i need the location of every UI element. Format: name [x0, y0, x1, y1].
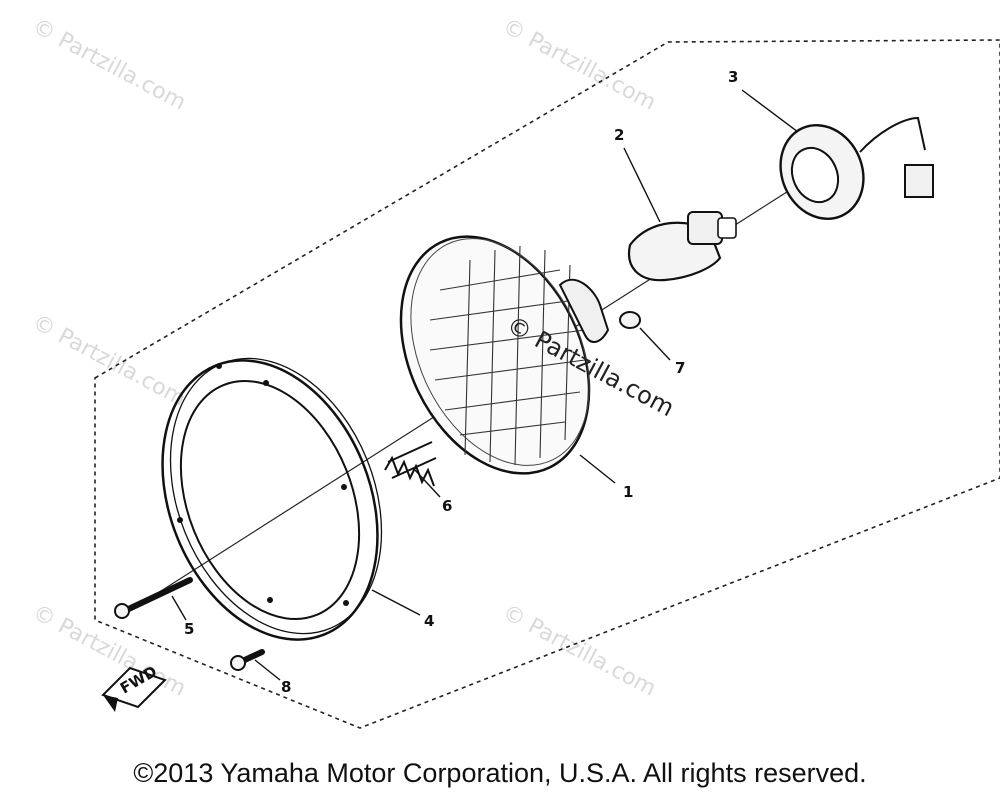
headlight-bulb	[627, 211, 737, 282]
headlight-rim	[161, 357, 383, 641]
callout-4: 4	[424, 612, 434, 630]
copyright-notice: ©2013 Yamaha Motor Corporation, U.S.A. A…	[133, 758, 867, 788]
short-screw	[230, 649, 265, 671]
adjusting-spring	[384, 441, 437, 487]
headlight-exploded-diagram: FWD 1 2 3 4 5 6 7 8 © Partzilla.com	[94, 39, 1000, 729]
long-screw	[114, 577, 193, 619]
callout-6: 6	[442, 497, 452, 515]
callout-2: 2	[614, 126, 624, 144]
callout-1: 1	[623, 483, 633, 501]
callout-7: 7	[675, 359, 685, 377]
bulb-socket	[779, 116, 934, 220]
callout-8: 8	[281, 678, 291, 696]
sealed-beam-unit	[399, 235, 610, 475]
fwd-direction-arrow: FWD	[101, 662, 167, 712]
small-screw	[619, 311, 641, 329]
callout-3: 3	[728, 68, 738, 86]
callout-5: 5	[184, 620, 194, 638]
assembly-boundary	[94, 39, 1000, 729]
